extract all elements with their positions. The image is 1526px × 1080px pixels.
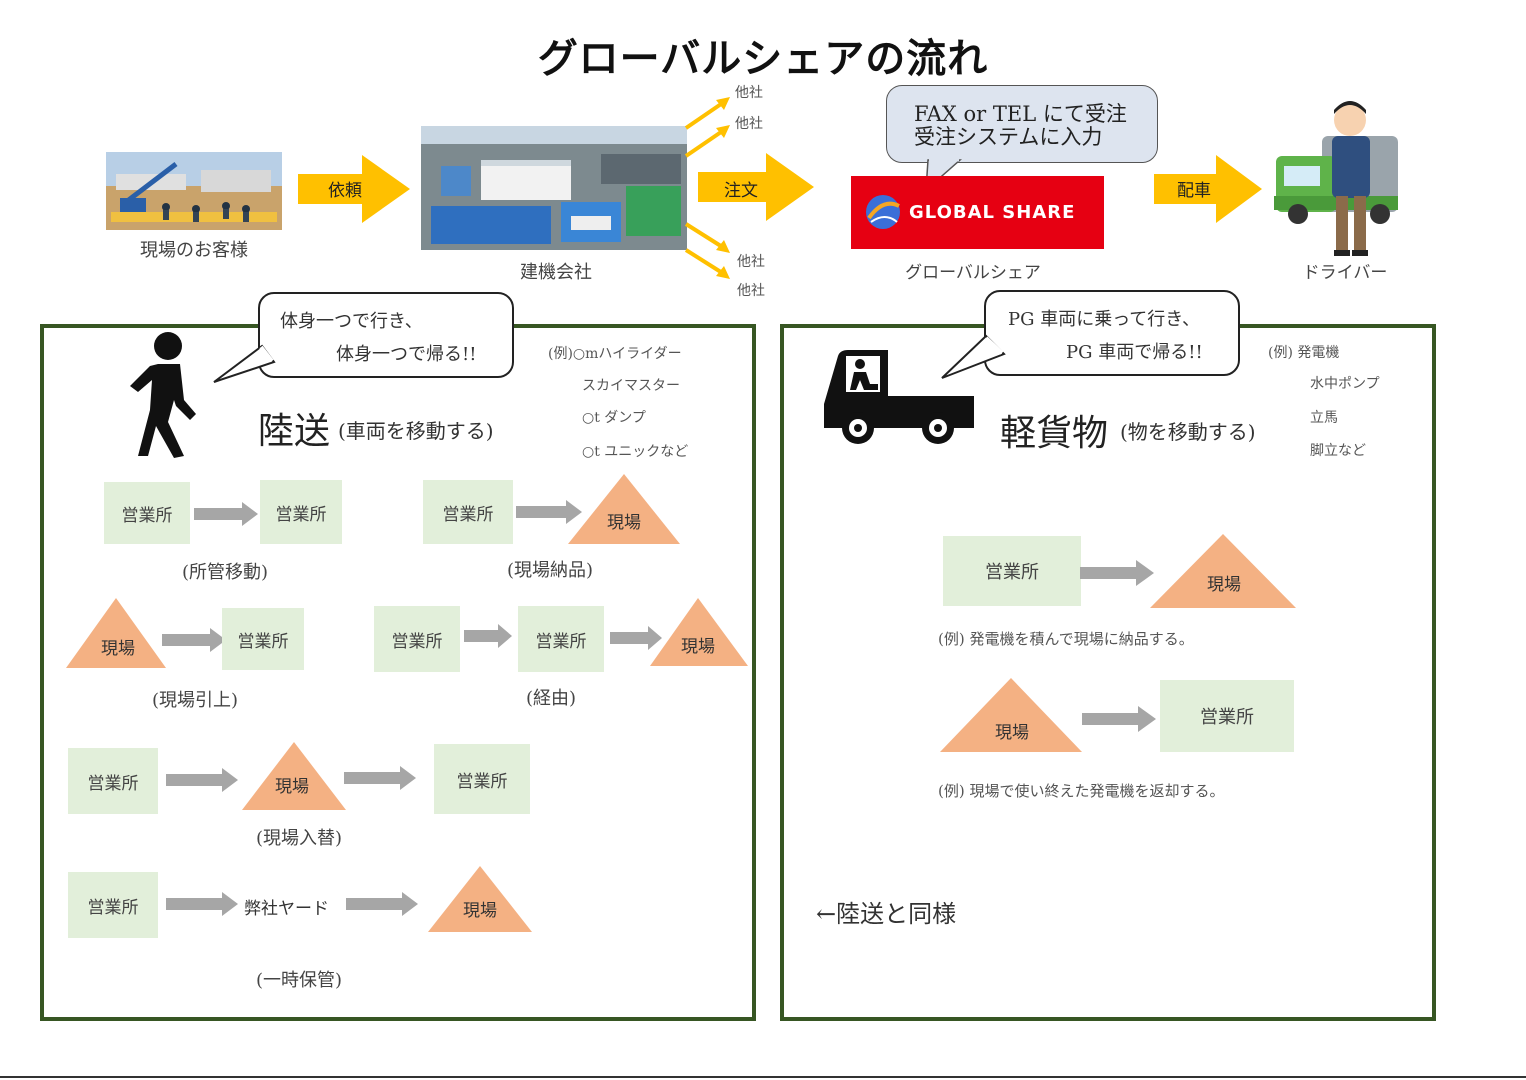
- land-heading-sub: (車両を移動する): [338, 419, 494, 443]
- truck-icon: [824, 350, 974, 444]
- office-box: 営業所: [222, 608, 304, 670]
- land-bubble-line1: 体身一つで行き、: [280, 311, 423, 332]
- gray-arrow: [166, 768, 238, 792]
- order-arrow: [698, 153, 814, 221]
- office-box: 営業所: [434, 744, 530, 814]
- walking-person-icon: [130, 332, 196, 458]
- request-arrow: [298, 155, 410, 223]
- customer-site-photo: [106, 152, 282, 230]
- gray-arrow: [194, 502, 258, 526]
- caption-via: (経由): [525, 688, 577, 709]
- same-as-land-note: ←陸送と同様: [816, 900, 957, 928]
- light-cargo-bubble-tail: [941, 334, 1006, 379]
- office-box: 営業所: [1160, 680, 1294, 752]
- cargo-example-return: (例) 現場で使い終えた発電機を返却する。: [938, 782, 1225, 800]
- light-cargo-panel: [780, 324, 1436, 1021]
- other-company-4: 他社: [737, 283, 765, 299]
- cargo-example-delivery: (例) 発電機を積んで現場に納品する。: [938, 630, 1194, 648]
- land-example-4: ○t ユニックなど: [582, 444, 689, 460]
- driver-caption: ドライバー: [1302, 263, 1388, 283]
- bottom-rule: [0, 1076, 1526, 1078]
- caption-delivery: (現場納品): [506, 560, 594, 581]
- site-label: 現場: [275, 777, 309, 797]
- office-box: 営業所: [423, 480, 513, 544]
- site-label: 現場: [681, 637, 715, 657]
- site-triangle: [242, 742, 346, 810]
- gray-arrow: [610, 626, 662, 650]
- site-label: 現場: [1207, 575, 1241, 595]
- caption-pickup: (現場引上): [151, 690, 239, 711]
- gray-arrow: [346, 892, 418, 916]
- site-triangle: [940, 678, 1082, 752]
- gray-arrow: [1080, 560, 1154, 586]
- globe-icon: [866, 195, 900, 229]
- other-company-2: 他社: [735, 116, 763, 132]
- office-box: 営業所: [68, 872, 158, 938]
- order-label: 注文: [724, 181, 758, 201]
- office-box: 営業所: [68, 748, 158, 814]
- cargo-bubble-line1: PG 車両に乗って行き、: [1008, 309, 1201, 330]
- gray-arrow: [166, 892, 238, 916]
- land-example-1: (例)○mハイライダー: [548, 346, 682, 362]
- land-bubble-line2: 体身一つで帰る!!: [336, 344, 477, 365]
- driver-illustration: [1274, 101, 1398, 256]
- page-title: グローバルシェアの流れ: [537, 36, 989, 82]
- office-box: 営業所: [518, 606, 604, 672]
- cargo-example-4: 脚立など: [1310, 443, 1366, 459]
- other-company-1: 他社: [735, 85, 763, 101]
- other-company-3: 他社: [737, 254, 765, 270]
- cargo-example-2: 水中ポンプ: [1310, 376, 1380, 392]
- site-triangle: [1150, 534, 1296, 608]
- land-transport-bubble-tail: [213, 344, 276, 383]
- land-transport-bubble: [258, 292, 514, 378]
- gray-arrow: [464, 624, 512, 648]
- gray-arrow: [1082, 706, 1156, 732]
- caption-swap: (現場入替): [255, 828, 343, 849]
- other-company-arrows: [684, 97, 730, 279]
- site-triangle: [428, 866, 532, 932]
- cargo-heading: 軽貨物: [1000, 413, 1109, 454]
- global-share-logo: GLOBAL SHARE: [851, 176, 1104, 249]
- bubble-fax-line: FAX or TEL にて受注: [914, 102, 1127, 126]
- site-triangle: [66, 598, 166, 668]
- request-label: 依頼: [328, 181, 362, 201]
- cargo-bubble-line2: PG 車両で帰る!!: [1066, 342, 1203, 363]
- office-box: 営業所: [943, 536, 1081, 606]
- office-box: 営業所: [104, 482, 190, 544]
- site-label: 現場: [463, 901, 497, 921]
- site-label: 現場: [607, 513, 641, 533]
- site-triangle: [650, 598, 748, 666]
- gray-arrow: [516, 500, 582, 524]
- customer-caption: 現場のお客様: [140, 240, 248, 261]
- office-box: 営業所: [260, 480, 342, 544]
- gray-arrow: [344, 766, 416, 790]
- caption-transfer: (所管移動): [181, 562, 269, 583]
- logo-wordmark: GLOBAL SHARE: [909, 202, 1076, 223]
- global-share-caption: グローバルシェア: [905, 263, 1041, 283]
- caption-storage: (一時保管): [255, 970, 343, 991]
- light-cargo-bubble: [984, 290, 1240, 376]
- site-label: 現場: [101, 639, 135, 659]
- land-example-3: ○t ダンプ: [582, 410, 646, 426]
- company-caption: 建機会社: [520, 262, 592, 283]
- company-yard-photo: [421, 126, 687, 250]
- gray-arrow: [162, 628, 226, 652]
- site-label: 現場: [995, 723, 1029, 743]
- dispatch-arrow: [1154, 155, 1262, 223]
- office-box: 営業所: [374, 606, 460, 672]
- dispatch-label: 配車: [1177, 181, 1211, 201]
- site-triangle: [568, 474, 680, 544]
- land-heading: 陸送: [258, 411, 331, 452]
- cargo-heading-sub: (物を移動する): [1120, 420, 1256, 444]
- bubble-system-line: 受注システムに入力: [914, 125, 1103, 149]
- land-example-2: スカイマスター: [582, 378, 680, 394]
- cargo-example-3: 立馬: [1310, 410, 1338, 426]
- order-entry-bubble: [886, 85, 1158, 163]
- cargo-example-1: (例) 発電機: [1268, 345, 1340, 361]
- yard-label: 弊社ヤード: [244, 899, 329, 919]
